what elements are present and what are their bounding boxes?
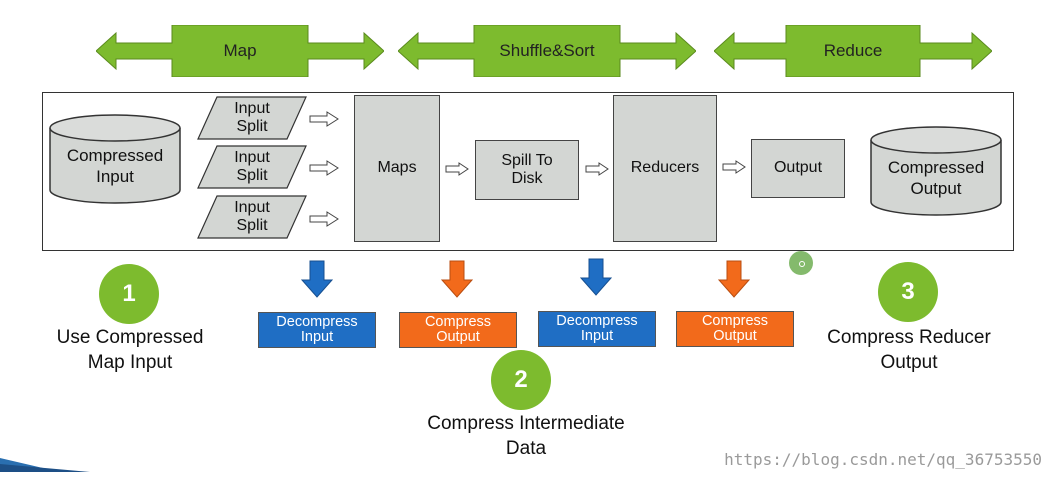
right-arrow-icon: [445, 162, 469, 176]
parallelogram-shape: [197, 96, 307, 140]
compress-output-box: Compress Output: [676, 311, 794, 347]
decompress-input-box: Decompress Input: [258, 312, 376, 348]
down-arrow-icon: [441, 260, 473, 298]
double-arrow-icon: [96, 25, 384, 77]
phase-label: Shuffle&Sort: [499, 41, 595, 60]
step-number: 3: [901, 278, 915, 305]
decompress-input-box: Decompress Input: [538, 311, 656, 347]
right-arrow-icon: [585, 162, 609, 176]
compressed-output-label: Compressed Output: [887, 157, 985, 198]
double-arrow-icon: [398, 25, 696, 77]
input-split-label: Input Split: [234, 198, 270, 234]
step-2-caption: Compress Intermediate Data: [427, 413, 625, 459]
compressed-output-cylinder: Compressed Output: [870, 126, 1002, 216]
database-icon: [49, 114, 181, 204]
step-number: 2: [514, 366, 528, 393]
step-3-badge: 3: [878, 262, 938, 322]
input-split-2: Input Split: [197, 145, 307, 189]
phase-arrow-shuffle: Shuffle&Sort: [398, 25, 696, 77]
input-split-label: Input Split: [234, 148, 270, 184]
phase-arrow-map: Map: [96, 25, 384, 77]
right-arrow-icon: [309, 211, 339, 227]
cursor-marker-icon: [789, 251, 813, 275]
corner-decoration: [0, 452, 100, 477]
maps-label: Maps: [377, 159, 417, 177]
reducers-box: Reducers: [613, 95, 717, 242]
spill-to-disk-box: Spill To Disk: [475, 140, 579, 200]
compress-output-box: Compress Output: [399, 312, 517, 348]
phase-label: Map: [223, 41, 257, 60]
reducers-label: Reducers: [630, 159, 700, 177]
parallelogram-shape: [197, 195, 307, 239]
right-arrow-icon: [309, 111, 339, 127]
spill-to-disk-label: Spill To Disk: [501, 151, 553, 187]
pipeline-frame: [42, 92, 1014, 251]
right-arrow-icon: [309, 160, 339, 176]
input-split-3: Input Split: [197, 195, 307, 239]
compressed-input-cylinder: Compressed Input: [49, 114, 181, 204]
input-split-1: Input Split: [197, 96, 307, 140]
step-number: 1: [122, 280, 136, 307]
database-icon: [870, 126, 1002, 216]
phase-label: Reduce: [823, 41, 883, 60]
parallelogram-shape: [197, 145, 307, 189]
input-split-label: Input Split: [234, 99, 270, 135]
double-arrow-icon: [714, 25, 992, 77]
maps-box: Maps: [354, 95, 440, 242]
step-3-caption: Compress Reducer Output: [827, 327, 991, 373]
stage-label: Compress Output: [701, 312, 769, 344]
output-label: Output: [773, 159, 823, 177]
right-arrow-icon: [722, 160, 746, 174]
down-arrow-icon: [718, 260, 750, 298]
step-1-caption: Use Compressed Map Input: [56, 327, 204, 373]
step-1-badge: 1: [99, 264, 159, 324]
step-2-badge: 2: [491, 350, 551, 410]
down-arrow-icon: [301, 260, 333, 298]
stage-label: Decompress Input: [276, 313, 358, 345]
down-arrow-icon: [580, 258, 612, 296]
output-box: Output: [751, 139, 845, 198]
stage-label: Compress Output: [424, 313, 492, 345]
phase-arrow-reduce: Reduce: [714, 25, 992, 77]
compressed-input-label: Compressed Input: [66, 145, 164, 186]
watermark-text: https://blog.csdn.net/qq_36753550: [724, 450, 1042, 469]
stage-label: Decompress Input: [556, 312, 638, 344]
